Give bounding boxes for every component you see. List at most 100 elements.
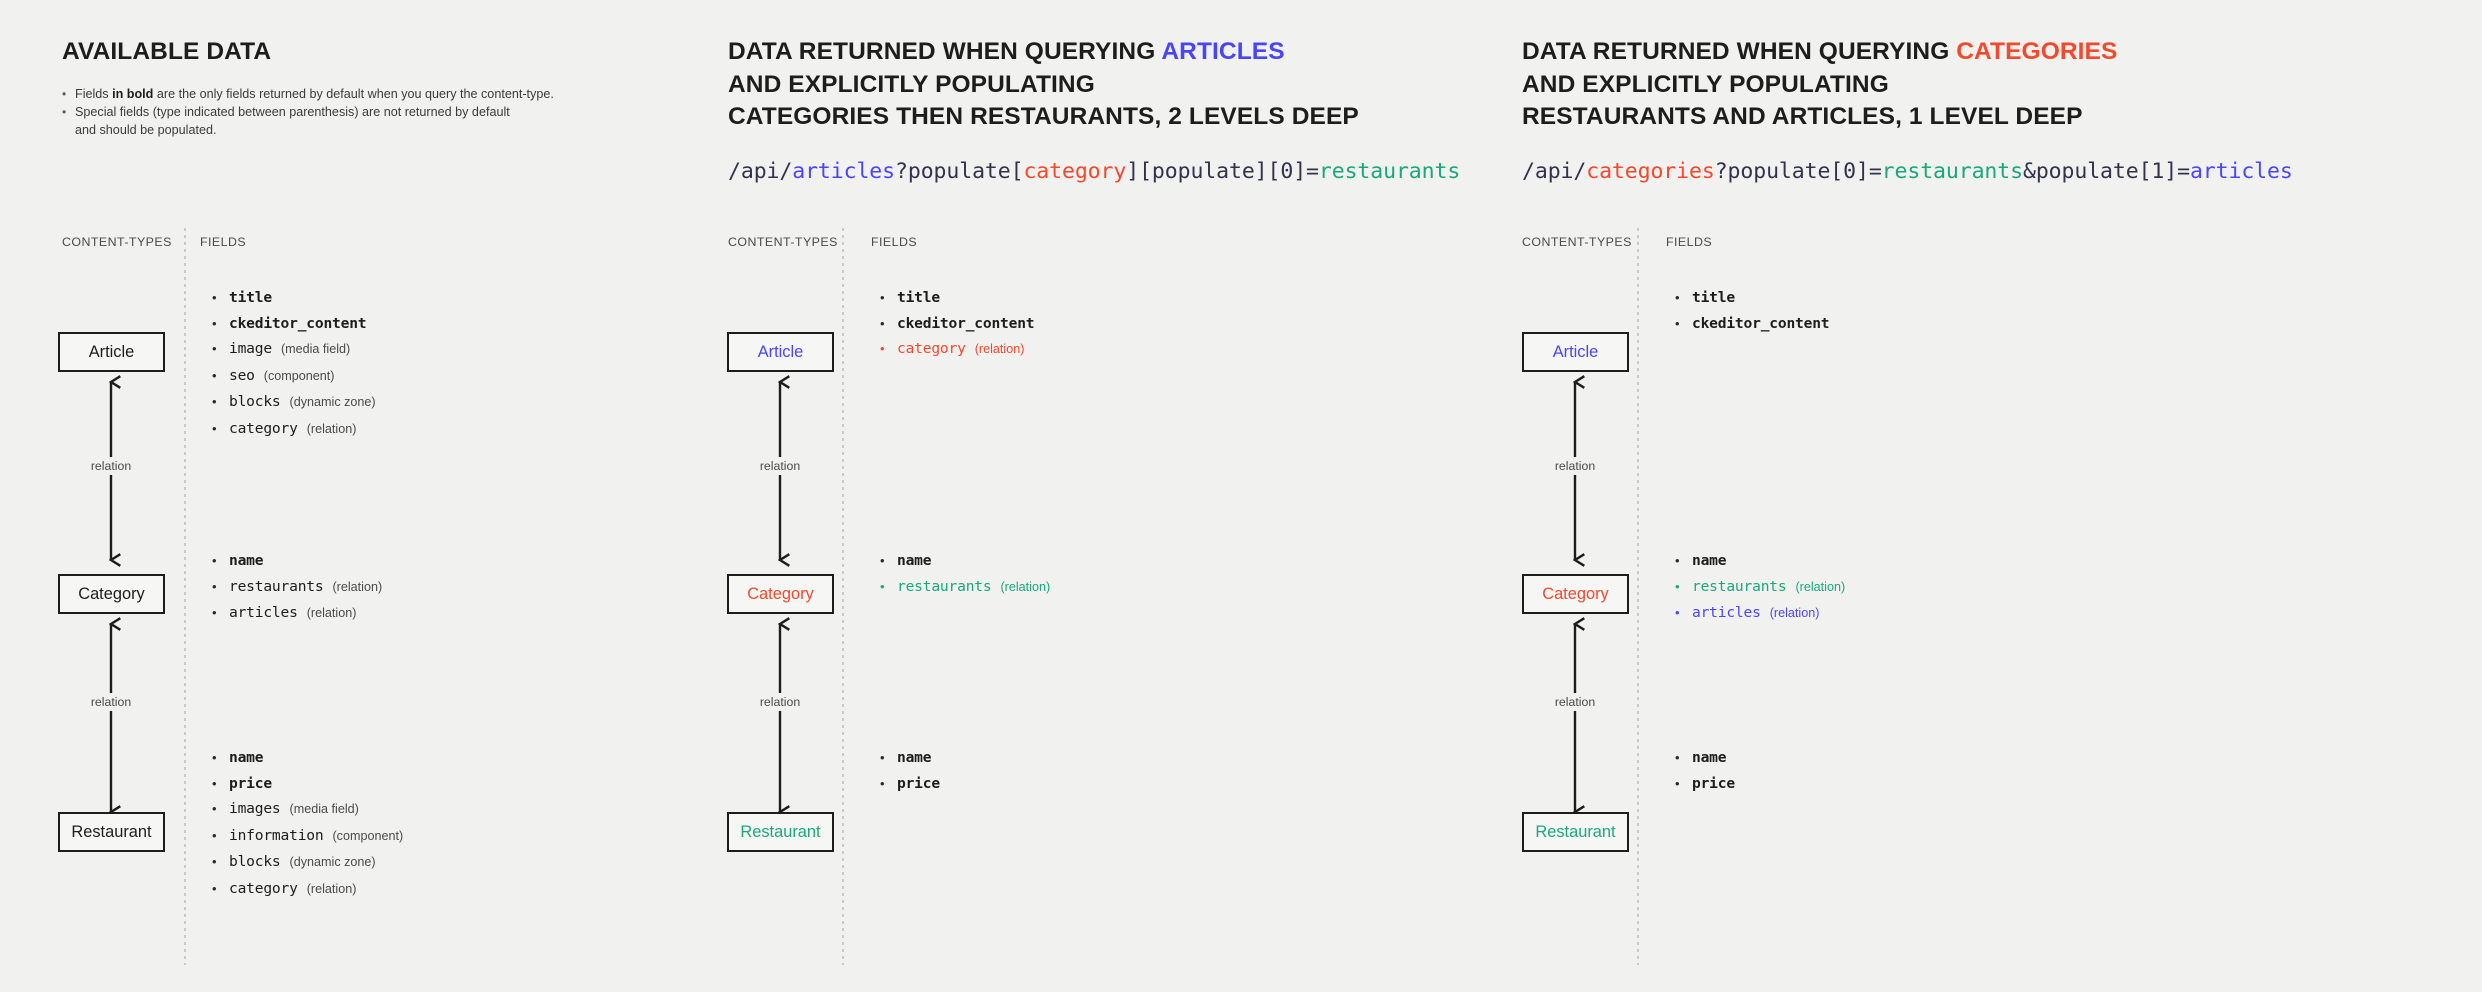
panel-2-title-line-1: DATA RETURNED WHEN QUERYING ARTICLES	[728, 38, 1285, 65]
field-row: •blocks(dynamic zone)	[212, 849, 403, 876]
field-group-category: •name •restaurants(relation) •articles(r…	[212, 548, 382, 627]
bullet-icon: •	[62, 86, 67, 101]
field-row: • name	[212, 548, 382, 574]
legend-note-text: Special fields (type indicated between p…	[75, 105, 510, 137]
field-row: • ckeditor_content	[880, 311, 1043, 337]
node-category[interactable]: Category	[58, 574, 165, 614]
column-divider	[842, 228, 844, 965]
legend-notes: • Fields in bold are the only fields ret…	[62, 86, 554, 140]
field-row: •articles(relation)	[1675, 600, 1845, 627]
field-group-article: • title • ckeditor_content • category (relat…	[880, 285, 1043, 363]
field-row: • title	[880, 285, 1043, 311]
bullet-icon: •	[880, 775, 885, 791]
node-article[interactable]: Article	[1522, 332, 1629, 372]
field-name: ckeditor_content	[1692, 314, 1830, 332]
field-row: •seo(component)	[212, 363, 376, 390]
node-restaurant[interactable]: Restaurant	[1522, 812, 1629, 852]
field-row: •title	[1675, 285, 1838, 311]
field-name: price	[229, 774, 272, 792]
bullet-icon: •	[212, 775, 217, 791]
panel-2-title-line-2: AND EXPLICITLY POPULATING	[728, 70, 1095, 98]
panel-query-categories: DATA RETURNED WHEN QUERYING CATEGORIES A…	[1490, 0, 2482, 992]
bullet-icon: •	[212, 553, 217, 568]
field-name: category	[897, 340, 966, 358]
field-type: (media field)	[289, 802, 359, 817]
field-row: •articles(relation)	[212, 600, 382, 627]
bullet-icon: •	[62, 105, 67, 119]
field-type: (media field)	[280, 342, 351, 357]
panel-query-articles: DATA RETURNED WHEN QUERYING ARTICLES AND…	[727, 0, 1490, 992]
bullet-icon: •	[880, 290, 885, 305]
field-name: name	[229, 552, 264, 569]
bullet-icon: •	[212, 801, 217, 817]
field-row: •category(relation)	[212, 876, 403, 903]
field-row: • price	[212, 771, 403, 797]
relation-label: relation	[85, 693, 137, 711]
field-row: •ckeditor_content	[1675, 311, 1838, 337]
relation-label: relation	[1549, 693, 1601, 711]
field-row: •restaurants(relation)	[1675, 574, 1845, 601]
bullet-icon: •	[212, 880, 217, 896]
field-name: name	[897, 552, 932, 569]
field-row: •category(relation)	[212, 416, 376, 443]
page-title: AVAILABLE DATA	[62, 38, 272, 65]
field-row: • images (media field)	[212, 796, 403, 823]
panel-2-title-line-3: CATEGORIES THEN RESTAURANTS, 2 LEVELS DE…	[728, 103, 1359, 130]
field-row: •price	[880, 771, 949, 797]
panel-3-title-line-2: AND EXPLICITLY POPULATING	[1522, 70, 1889, 98]
field-row: •blocks(dynamic zone)	[212, 389, 376, 416]
panel-1-heading: AVAILABLE DATA • Fields in bold are the …	[62, 36, 554, 140]
field-name: title	[229, 289, 272, 306]
column-label-fields: FIELDS	[1666, 235, 1713, 249]
field-type: (relation)	[306, 606, 357, 621]
bullet-icon: •	[212, 341, 217, 357]
column-label-fields: FIELDS	[871, 235, 918, 249]
bullet-icon: •	[212, 367, 217, 383]
field-type: (relation)	[1000, 579, 1051, 594]
field-type: (relation)	[974, 342, 1025, 357]
field-row: •information(component)	[212, 823, 403, 850]
field-name: category	[229, 419, 298, 437]
bullet-icon: •	[880, 553, 885, 568]
panel-3-heading: DATA RETURNED WHEN QUERYING CATEGORIES A…	[1522, 36, 2293, 186]
field-name: blocks	[229, 853, 281, 871]
node-article[interactable]: Article	[727, 332, 834, 372]
relation-label: relation	[85, 457, 137, 475]
field-name: information	[229, 826, 324, 844]
bullet-icon: •	[1675, 578, 1680, 594]
field-row: •name	[1675, 548, 1845, 574]
field-group-category: •name •restaurants(relation) •articles(r…	[1675, 548, 1845, 627]
field-row: •name	[880, 745, 949, 771]
legend-note: • Fields in bold are the only fields ret…	[62, 86, 554, 104]
field-name: restaurants	[897, 577, 992, 595]
field-name: images	[229, 800, 281, 818]
bullet-icon: •	[212, 420, 217, 436]
bullet-icon: •	[1675, 553, 1680, 568]
column-divider	[1637, 228, 1639, 965]
bullet-icon: •	[1675, 750, 1680, 765]
field-type: (dynamic zone)	[289, 855, 376, 870]
legend-note-text: Fields in bold are the only fields retur…	[75, 86, 554, 101]
field-name: articles	[1692, 604, 1761, 622]
api-path: /api/categories?populate[0]=restaurants&…	[1522, 158, 2293, 184]
node-restaurant[interactable]: Restaurant	[727, 812, 834, 852]
field-name: ckeditor_content	[229, 314, 367, 332]
node-article[interactable]: Article	[58, 332, 165, 372]
field-row: •ckeditor_content	[212, 311, 376, 337]
field-group-restaurant: •name •price •images(media field) •infor…	[212, 745, 403, 903]
node-category[interactable]: Category	[727, 574, 834, 614]
field-name: title	[897, 289, 940, 306]
bullet-icon: •	[1675, 775, 1680, 791]
field-row: •image(media field)	[212, 336, 376, 363]
panel-available-data: AVAILABLE DATA • Fields in bold are the …	[0, 0, 728, 992]
bullet-icon: •	[212, 578, 217, 594]
node-restaurant[interactable]: Restaurant	[58, 812, 165, 852]
relation-label: relation	[754, 693, 806, 711]
field-group-article: •title •ckeditor_content	[1675, 285, 1838, 336]
bullet-icon: •	[212, 290, 217, 305]
field-name: ckeditor_content	[897, 314, 1035, 332]
bullet-icon: •	[880, 315, 885, 331]
relation-label: relation	[1549, 457, 1601, 475]
node-category[interactable]: Category	[1522, 574, 1629, 614]
